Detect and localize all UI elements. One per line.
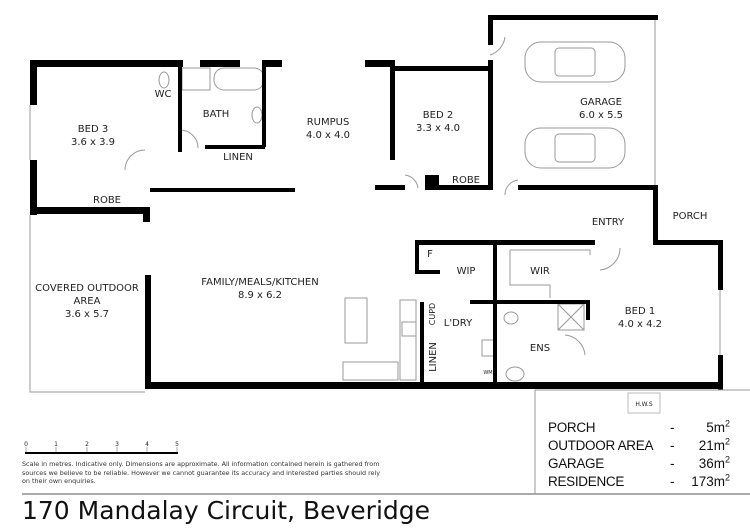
area-value: 21m2 (698, 436, 730, 453)
rumpus-label: RUMPUS (307, 117, 350, 128)
bed3-label: BED 3 (78, 124, 108, 135)
scale-tick: 5 (175, 441, 179, 448)
linen-label: LINEN (223, 152, 253, 163)
cupd-label: CUPD (428, 303, 437, 325)
area-row-garage: GARAGE - 36m2 (548, 455, 730, 473)
area-separator: - (670, 420, 675, 435)
area-row-porch: PORCH - 5m2 (548, 419, 730, 437)
area-summary: PORCH-5m2 OUTDOOR AREA-21m2 GARAGE-36m2 … (548, 419, 730, 491)
laundry-label: L'DRY (444, 318, 473, 329)
linen-label-2: LINEN (428, 342, 439, 372)
bed1-size: 4.0 x 4.2 (618, 319, 662, 330)
scale-tick: 2 (85, 441, 89, 448)
garage-size: 6.0 x 5.5 (579, 110, 623, 121)
porch-label: PORCH (673, 211, 708, 222)
wm-label: WM (483, 370, 492, 376)
fridge-label: F (427, 249, 433, 260)
area-separator: - (670, 474, 675, 489)
disclaimer: Scale in metres. Indicative only. Dimens… (22, 460, 381, 485)
robe-label: ROBE (452, 175, 480, 186)
family-label: FAMILY/MEALS/KITCHEN (201, 277, 318, 288)
hws-label: H.W.S (635, 401, 652, 408)
family-size: 8.9 x 6.2 (238, 290, 282, 301)
bed2-size: 3.3 x 4.0 (416, 123, 460, 134)
room-labels: BED 3 3.6 x 3.9 WC BATH LINEN RUMPUS 4.0… (35, 89, 707, 408)
walls (30, 15, 723, 390)
area-label: RESIDENCE (548, 474, 625, 489)
scale-tick: 0 (24, 441, 28, 448)
wir-label: WIR (530, 266, 550, 277)
outdoor-label: COVERED OUTDOOR (35, 283, 139, 294)
ensuite-label: ENS (530, 343, 550, 354)
scale-tick: 1 (54, 441, 58, 448)
bath-label: BATH (203, 109, 230, 120)
area-value: 173m2 (691, 472, 730, 489)
area-separator: - (670, 438, 675, 453)
entry-label: ENTRY (592, 217, 625, 228)
rumpus-size: 4.0 x 4.0 (306, 130, 350, 141)
scale-tick: 3 (115, 441, 119, 448)
area-value: 36m2 (698, 454, 730, 471)
bed1-label: BED 1 (625, 306, 655, 317)
property-address: 170 Mandalay Circuit, Beveridge (22, 496, 431, 525)
area-label: PORCH (548, 420, 596, 435)
thin-lines (29, 18, 721, 414)
scale-bar: 0 1 2 3 4 5 (24, 441, 179, 454)
garage-label: GARAGE (580, 97, 622, 108)
area-label: GARAGE (548, 456, 604, 471)
area-row-residence: RESIDENCE - 173m2 (548, 473, 730, 491)
scale-tick: 4 (145, 441, 149, 448)
outdoor-size: 3.6 x 5.7 (65, 309, 109, 320)
area-label: OUTDOOR AREA (548, 438, 654, 453)
wip-label: WIP (457, 266, 476, 277)
bed2-label: BED 2 (423, 110, 453, 121)
wc-label: WC (155, 89, 172, 100)
outdoor-label-2: AREA (74, 296, 101, 307)
area-separator: - (670, 456, 675, 471)
robe-label: ROBE (93, 195, 121, 206)
bed3-size: 3.6 x 3.9 (71, 137, 115, 148)
area-value: 5m2 (706, 418, 730, 435)
area-row-outdoor: OUTDOOR AREA - 21m2 (548, 437, 730, 455)
